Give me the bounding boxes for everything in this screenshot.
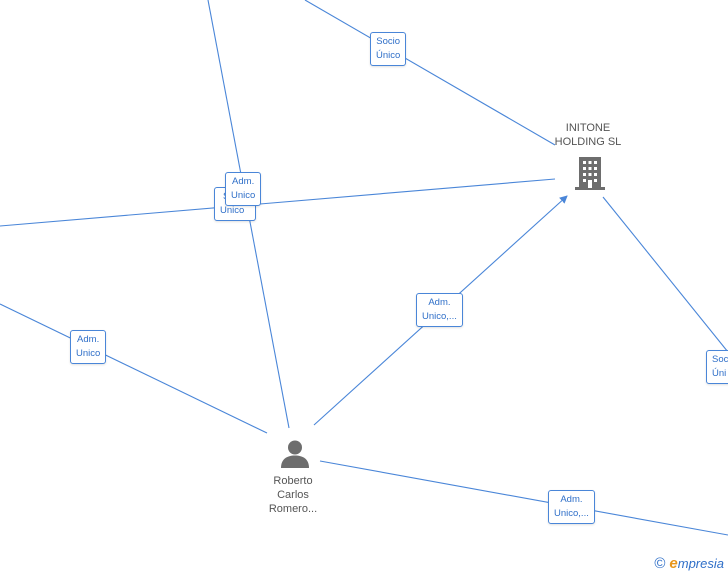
edge-label-adm-unico-mid[interactable]: Adm. Unico,...	[416, 293, 463, 327]
node-label-line: INITONE	[565, 122, 611, 134]
edge-label-line: Unico,...	[422, 311, 457, 322]
person-icon[interactable]	[280, 439, 310, 469]
edge-label-socio-unico-right[interactable]: Soci Úni	[706, 350, 728, 384]
edge-initone-to-right	[602, 196, 728, 353]
edge-label-line: Unico	[76, 348, 101, 359]
edge-label-line: Adm.	[428, 297, 451, 308]
edge-label-line: Unico	[220, 205, 245, 216]
node-label-roberto[interactable]: Roberto Carlos Romero...	[253, 474, 333, 516]
edge-label-line: Adm.	[77, 334, 100, 345]
edge-label-line: Unico,...	[554, 508, 589, 519]
brand-rest: mpresia	[677, 556, 724, 571]
building-icon[interactable]	[574, 155, 606, 191]
edge-label-line: Úni	[712, 368, 727, 379]
edge-label-line: Soci	[712, 354, 728, 365]
node-label-line: Roberto	[273, 475, 313, 487]
edge-label-adm-unico-center[interactable]: Adm. Unico	[225, 172, 262, 206]
brand-initial: e	[669, 555, 678, 572]
node-label-line: Romero...	[268, 503, 318, 515]
brand-logo: empresia	[669, 555, 724, 572]
node-label-line: Carlos	[277, 489, 309, 501]
edge-label-line: Socio	[376, 36, 401, 47]
edge-roberto-to-bottom-right	[319, 460, 728, 536]
edge-top-to-initone	[304, 0, 556, 146]
edge-left-to-roberto	[0, 303, 268, 434]
edge-label-line: Único	[376, 50, 401, 61]
node-label-line: HOLDING SL	[554, 136, 622, 148]
node-label-initone[interactable]: INITONE HOLDING SL	[548, 121, 628, 149]
copyright-symbol: ©	[654, 555, 666, 572]
edge-label-line: Adm.	[560, 494, 583, 505]
edge-label-adm-unico-left[interactable]: Adm. Unico	[70, 330, 107, 364]
edge-left-to-initone	[0, 178, 556, 227]
edge-label-socio-unico-top[interactable]: Socio Único	[370, 32, 407, 66]
edge-label-line: Adm.	[232, 176, 255, 187]
edge-label-adm-unico-bottom[interactable]: Adm. Unico,...	[548, 490, 595, 524]
edge-label-line: Unico	[231, 190, 256, 201]
watermark: © empresia	[654, 555, 724, 572]
